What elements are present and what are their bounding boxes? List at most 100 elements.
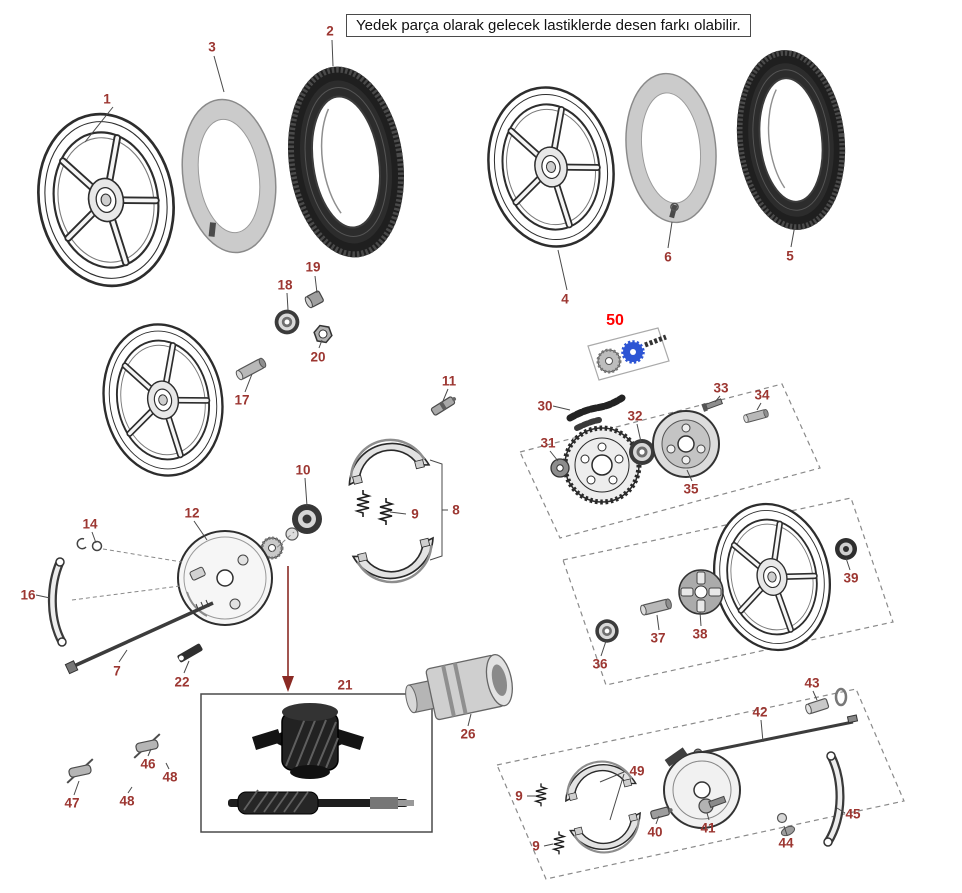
part-label-2: 2 — [326, 23, 334, 39]
part-34-spacer-drawing — [742, 408, 770, 424]
part-6-inner-tube-drawing — [618, 68, 724, 228]
rear-brake-assembly-box — [496, 688, 905, 880]
part-9-spring-front-a-drawing — [356, 489, 370, 518]
part-9-spring-rear-b-drawing — [553, 830, 565, 856]
part-label-44: 44 — [778, 835, 794, 851]
part-label-48-b: 48 — [119, 793, 135, 809]
part-12-brake-plate-drawing — [177, 530, 273, 626]
part-label-12: 12 — [184, 505, 200, 521]
part-9-spring-front-b-drawing — [379, 497, 393, 526]
part-label-35: 35 — [683, 481, 699, 497]
part-label-46: 46 — [140, 756, 156, 772]
part-label-48-a: 48 — [162, 769, 178, 785]
part-2-tire-drawing — [276, 59, 416, 265]
rear-wheel-assembly-box — [562, 497, 894, 686]
part-label-14: 14 — [82, 516, 98, 532]
part-36-bearing-drawing — [595, 619, 619, 643]
part-label-18: 18 — [277, 277, 293, 293]
part-label-9-rear-a: 9 — [515, 788, 523, 804]
part-label-21: 21 — [337, 677, 353, 693]
part-label-17: 17 — [234, 392, 250, 408]
assembly-outline-boxes — [496, 327, 905, 880]
part-label-41: 41 — [700, 820, 716, 836]
part-49-brake-shoe-lower-drawing — [569, 811, 649, 862]
part-label-19: 19 — [305, 259, 321, 275]
part-label-43: 43 — [804, 675, 820, 691]
part-38-damper-drawing — [678, 569, 724, 615]
part-6-valve-drawing — [669, 202, 679, 219]
part-label-33: 33 — [713, 380, 729, 396]
part-label-34: 34 — [754, 387, 770, 403]
part-label-36: 36 — [592, 656, 608, 672]
part-42-rod-drawing — [693, 714, 859, 758]
sprocket-kit-box — [587, 327, 670, 381]
part-label-26: 26 — [460, 726, 476, 742]
part-16-brake-arm-drawing — [47, 557, 67, 647]
part-22-cam-lever-drawing — [177, 643, 203, 663]
part-8-brake-shoe-upper-drawing — [339, 429, 431, 487]
part-10-seal-drawing — [292, 504, 322, 534]
part-21-speedo-gear-drawing — [252, 703, 364, 779]
arrow-to-gearbox — [282, 566, 294, 692]
part-5-tire-drawing — [728, 45, 853, 236]
part-17-wheel-drawing — [92, 315, 234, 485]
part-14-clip-washer-drawing — [76, 537, 103, 552]
part-49-brake-shoe-upper-drawing — [557, 752, 637, 803]
rear-brake-plate-drawing — [663, 747, 741, 829]
part-label-8: 8 — [452, 502, 460, 518]
part-label-31: 31 — [540, 435, 556, 451]
part-9-spring-rear-a-drawing — [535, 782, 547, 808]
part-label-47: 47 — [64, 795, 80, 811]
part-label-4: 4 — [561, 291, 569, 307]
speedo-drive-gear-drawing — [260, 536, 284, 560]
part-label-11: 11 — [441, 373, 457, 389]
part-label-6: 6 — [664, 249, 672, 265]
part-46-pin-spacer-drawing — [129, 733, 165, 759]
rear-hub-assembly-box — [519, 383, 821, 539]
speedo-gear-box — [200, 693, 433, 833]
part-label-39: 39 — [843, 570, 859, 586]
part-label-22: 22 — [174, 674, 190, 690]
part-33-bolt-drawing — [701, 398, 724, 412]
leader-lines — [35, 39, 851, 847]
part-50-kit-sprocket-gray-drawing — [596, 348, 622, 374]
part-label-9-front: 9 — [411, 506, 419, 522]
washer-drawing — [285, 527, 299, 541]
part-1-wheel-drawing — [25, 103, 187, 296]
part-label-49: 49 — [629, 763, 645, 779]
part-label-42: 42 — [752, 704, 768, 720]
part-19-collar-drawing — [304, 290, 324, 309]
part-label-45: 45 — [845, 806, 861, 822]
part-45-brake-arm-drawing — [823, 751, 845, 847]
part-label-40: 40 — [647, 824, 663, 840]
part-41-cam-drawing — [698, 795, 727, 814]
rear-wheel-drawing — [701, 493, 843, 661]
part-label-1: 1 — [103, 91, 111, 107]
rear-sprocket-drawing — [562, 425, 642, 505]
part-50-kit-sprocket-blue-drawing — [621, 340, 645, 364]
note-box: Yedek parça olarak gelecek lastiklerde d… — [346, 14, 751, 37]
part-label-7: 7 — [113, 663, 121, 679]
construction-dashed-lines — [71, 531, 295, 601]
part-7-axle-drawing — [64, 599, 214, 675]
part-43-sleeve-drawing — [805, 698, 830, 715]
part-20-nut-drawing — [313, 324, 333, 344]
part-label-9-rear-b: 9 — [532, 838, 540, 854]
part-label-30: 30 — [537, 398, 553, 414]
part-11-pin-drawing — [430, 396, 457, 416]
part-30-chain-drawing — [566, 394, 626, 431]
part-32-bearing-drawing — [629, 439, 655, 465]
part-43-ring-drawing — [834, 687, 848, 707]
part-3-inner-tube-drawing — [171, 92, 287, 260]
part-26-bushing-drawing — [405, 653, 513, 721]
part-35-hub-drawing — [652, 410, 720, 478]
part-label-50: 50 — [606, 312, 624, 329]
part-label-20: 20 — [310, 349, 326, 365]
part-label-3: 3 — [208, 39, 216, 55]
part-label-32: 32 — [627, 408, 643, 424]
part-39-seal-drawing — [835, 538, 857, 560]
part-18-bearing-drawing — [274, 309, 300, 335]
bracket-part-8 — [429, 459, 448, 561]
